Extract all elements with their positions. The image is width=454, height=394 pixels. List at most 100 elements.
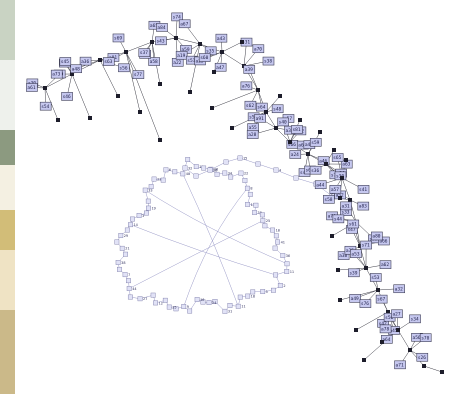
graph-node-label: a91: [256, 116, 264, 122]
graph-node-label: s70: [421, 335, 429, 341]
graph-node-label: s67: [377, 297, 385, 303]
graph-node-label: s65: [333, 155, 341, 161]
ring-node-label: 26: [213, 168, 217, 172]
graph-node-label: s43: [156, 38, 164, 44]
graph-node-label: a28: [248, 132, 256, 138]
hub-node: [354, 328, 358, 332]
graph-node-label: s37: [140, 50, 148, 56]
ring-node-label: 19: [151, 207, 155, 211]
hub-node: [306, 152, 310, 156]
hub-node: [158, 138, 162, 142]
ring-node-label: 8: [250, 187, 252, 191]
hub-node: [256, 88, 260, 92]
hub-node: [98, 58, 102, 62]
ring-node: [130, 217, 134, 221]
ring-node: [273, 273, 277, 277]
ring-node: 21: [120, 246, 130, 251]
arc-edges: [32, 17, 442, 372]
ring-node: 17: [245, 202, 255, 207]
hub-node: [274, 126, 278, 130]
ring-node: [224, 160, 228, 164]
graph-node: s81: [291, 125, 302, 133]
graph-node: a36: [80, 57, 91, 65]
graph-node: s67: [376, 295, 387, 303]
graph-node: s71: [361, 241, 372, 249]
ring-node-label: 27: [143, 297, 147, 301]
graph-node-label: a56: [413, 335, 421, 341]
graph-node: s45: [60, 57, 71, 65]
ring-node-label: 11: [241, 305, 245, 309]
ring-node-label: 7: [128, 273, 130, 277]
ring-node: [248, 192, 252, 196]
graph-node: s59: [310, 138, 321, 146]
hub-node: [408, 348, 412, 352]
graph-node: a39: [244, 65, 255, 73]
hub-node: [318, 130, 322, 134]
ring-node: [194, 174, 198, 178]
ring-node: [215, 172, 219, 176]
graph-node-label: s64: [257, 105, 265, 111]
ring-node: 44: [127, 286, 137, 291]
graph-node: s38: [263, 57, 274, 65]
graph-node: a53: [350, 250, 361, 258]
graph-node-label: s41: [359, 187, 367, 193]
ring-node: [201, 166, 205, 170]
graph-node: a71: [395, 361, 406, 369]
ring-node-label: 38: [121, 261, 125, 265]
graph-node-label: s33: [341, 209, 349, 215]
graph-node-label: s34: [411, 316, 419, 322]
graph-node: a57: [330, 185, 341, 193]
hub-node: [288, 140, 292, 144]
graph-node-label: a84: [157, 25, 165, 31]
graph-node-label: a63: [342, 162, 350, 168]
graph-node-label: a48: [72, 66, 80, 72]
ring-node-label: 22: [244, 172, 248, 176]
hub-node: [230, 126, 234, 130]
hub-edge: [126, 52, 140, 112]
ring-node: 29: [119, 233, 129, 238]
ring-node: 10: [270, 228, 280, 233]
hub-node: [212, 70, 216, 74]
ring-node-label: 15: [243, 156, 247, 160]
graph-node: s40: [278, 118, 289, 126]
graph-node: a44: [315, 181, 326, 189]
graph-node: s54: [40, 102, 51, 110]
graph-node: a24: [290, 150, 301, 158]
graph-node: a32: [394, 285, 405, 293]
ring-node-label: 40: [186, 172, 190, 176]
hub-node: [264, 110, 268, 114]
hub-node: [336, 268, 340, 272]
graph-node: a28: [247, 131, 258, 139]
graph-node-label: s60: [200, 55, 208, 61]
ring-node: 27: [138, 297, 148, 302]
ring-node-label: 33: [148, 189, 152, 193]
hub-node: [376, 288, 380, 292]
ring-node: [173, 170, 177, 174]
ring-node: 2: [278, 283, 285, 288]
ring-node: [238, 295, 242, 299]
hub-node: [138, 110, 142, 114]
graph-node: s63: [103, 58, 114, 66]
ring-node: 16: [195, 297, 205, 302]
graph-node: s61: [348, 220, 359, 228]
graph-node-label: s39: [349, 270, 357, 276]
hub-node: [198, 42, 202, 46]
ring-node-label: 14: [134, 223, 138, 227]
graph-node-label: a70: [254, 46, 262, 52]
ring-node: 25: [261, 218, 271, 223]
graph-node-label: s76: [361, 301, 369, 307]
graph-node: a80: [371, 232, 382, 240]
graph-node-label: s53: [371, 275, 379, 281]
ring-node-label: 12: [159, 301, 163, 305]
ring-node-label: 36: [286, 254, 290, 258]
ring-node-label: 5: [266, 290, 268, 294]
graph-node-label: a61: [27, 85, 35, 91]
ring-node-label: 3: [142, 214, 144, 218]
ring-node: 41: [275, 240, 285, 245]
ring-node: 26: [208, 168, 218, 173]
ring-node: 11: [285, 269, 295, 274]
graph-node: s46: [62, 92, 73, 100]
ring-node: [126, 278, 130, 282]
